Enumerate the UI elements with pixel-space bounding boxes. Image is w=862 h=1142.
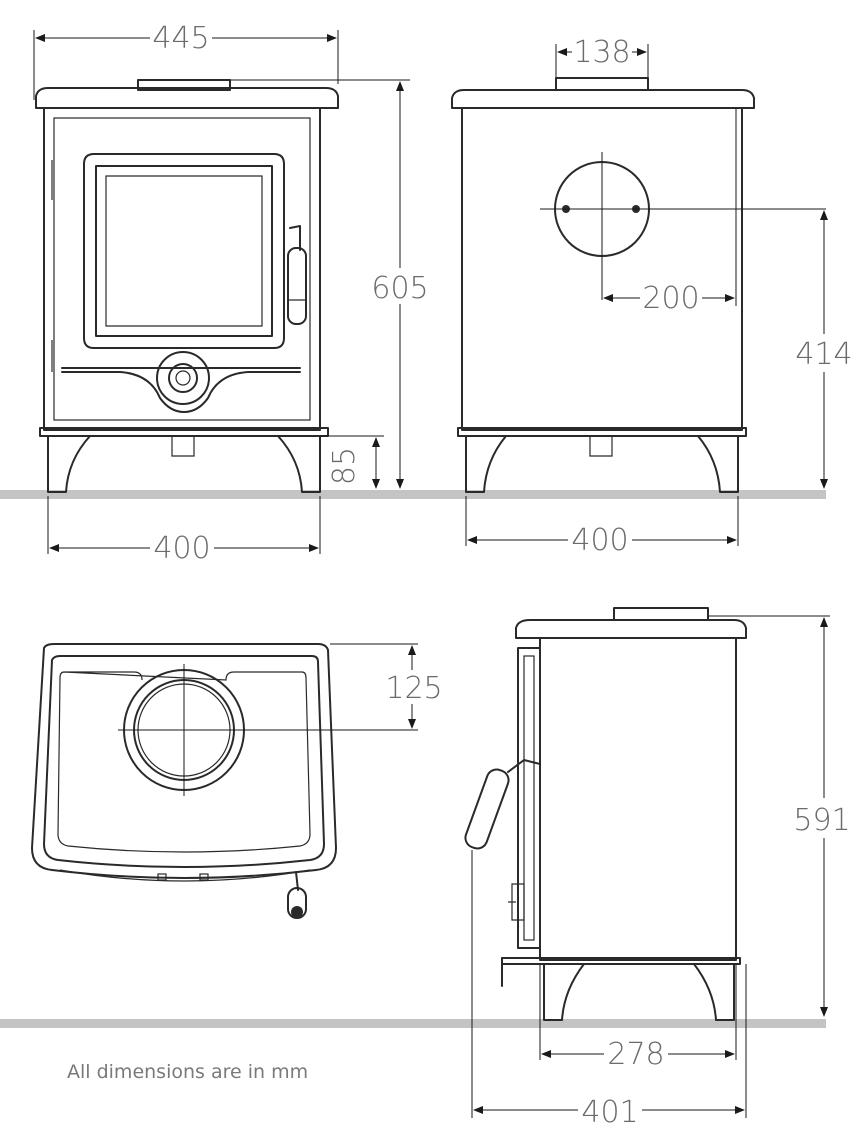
dim-414: 414 — [795, 337, 852, 372]
dim-605: 605 — [371, 271, 428, 306]
dim-400-rear: 400 — [571, 523, 628, 558]
rear-view — [451, 77, 826, 493]
dim-200: 200 — [642, 281, 699, 316]
floor-line-top — [0, 490, 826, 499]
dim-278: 278 — [607, 1037, 664, 1072]
front-view — [35, 79, 339, 493]
top-view — [31, 643, 418, 919]
units-note: All dimensions are in mm — [67, 1061, 309, 1083]
dim-85: 85 — [327, 447, 362, 485]
dim-401: 401 — [581, 1095, 638, 1130]
dim-400-front: 400 — [153, 531, 210, 566]
dim-138: 138 — [573, 35, 630, 70]
dim-445: 445 — [152, 21, 209, 56]
dim-125: 125 — [385, 671, 442, 706]
floor-line-bottom — [0, 1019, 826, 1028]
dim-591: 591 — [793, 803, 850, 838]
side-view — [464, 607, 747, 1021]
